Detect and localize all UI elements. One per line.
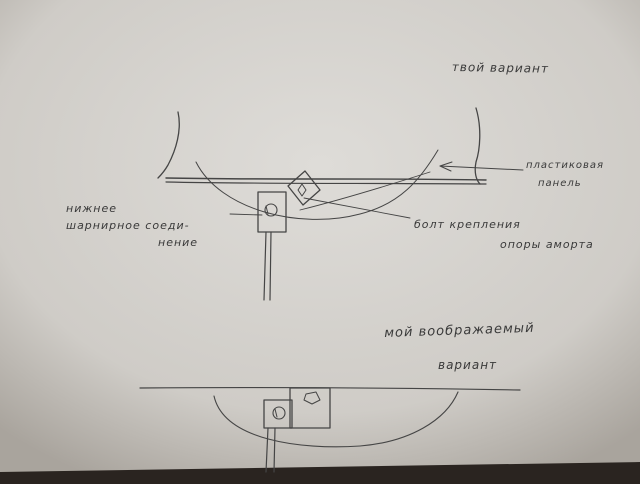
joint-label-line1: НИЖНЕЕ <box>66 202 117 215</box>
joint-label-line3: НЕНИЕ <box>158 236 199 249</box>
bottom-sketch <box>139 387 521 473</box>
paper-sheet <box>0 0 640 472</box>
joint-label-line2: ШАРНИРНОЕ СОЕДИ- <box>66 219 190 232</box>
panel-label-line2: ПАНЕЛЬ <box>538 178 582 189</box>
top-sketch-title: ТВОЙ ВАРИАНТ <box>451 60 550 76</box>
bolt-label-line1: БОЛТ КРЕПЛЕНИЯ <box>414 218 521 231</box>
bottom-sketch-title-line2: ВАРИАНТ <box>438 358 498 372</box>
top-sketch <box>157 107 524 301</box>
panel-label-line1: ПЛАСТИКОВАЯ <box>526 160 605 171</box>
bolt-label-line2: ОПОРЫ АМОРТА <box>500 238 594 251</box>
